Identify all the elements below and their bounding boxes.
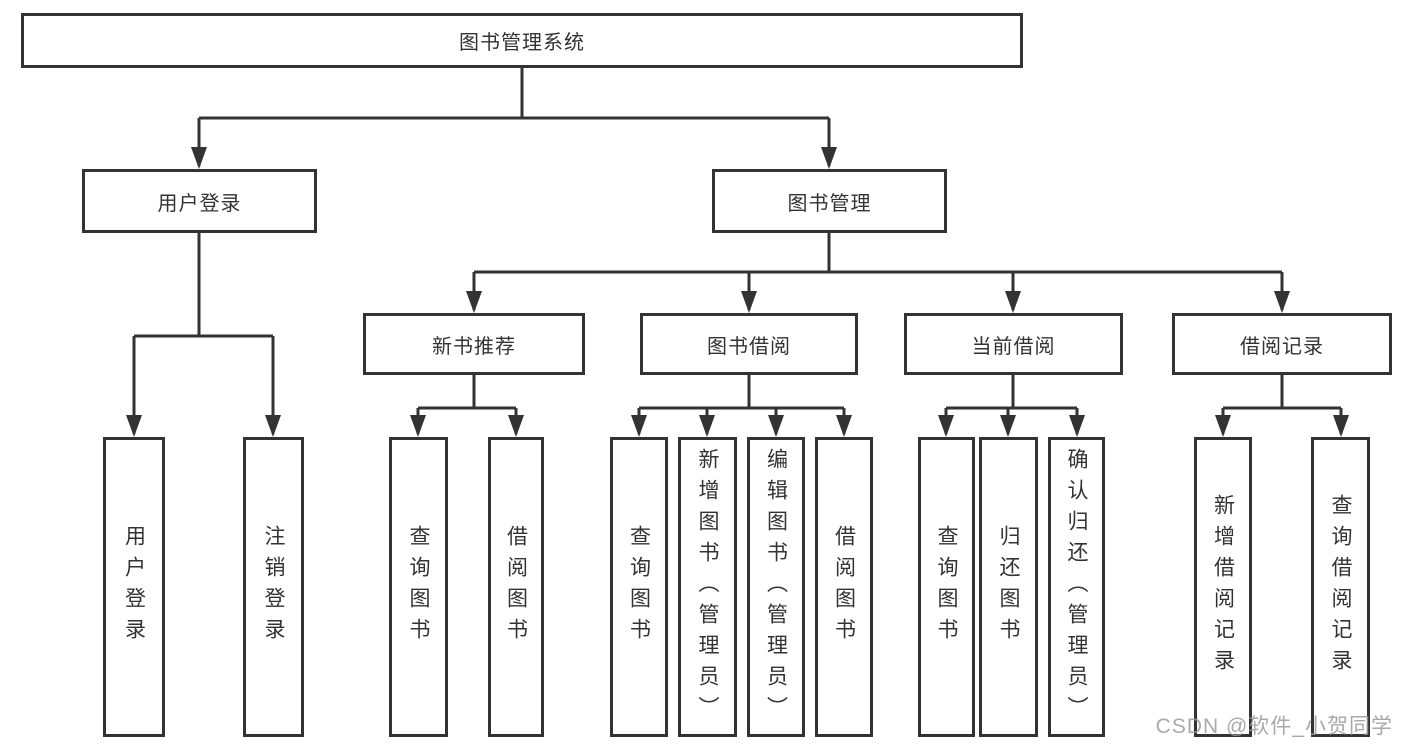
leaf-add-book-admin-label: 新增图书（管理员） xyxy=(696,447,719,727)
node-book-borrow-label: 图书借阅 xyxy=(707,335,791,358)
node-root-system-label: 图书管理系统 xyxy=(459,32,585,54)
node-user-login-label: 用户登录 xyxy=(157,192,242,215)
leaf-logout-label: 注销登录 xyxy=(262,525,285,649)
node-new-book-recommend-label: 新书推荐 xyxy=(432,335,516,358)
leaf-user-login: 用户登录 xyxy=(103,437,165,737)
leaf-borrow-book: 借阅图书 xyxy=(815,437,873,737)
leaf-query-book-recommend-label: 查询图书 xyxy=(407,525,430,649)
leaf-query-borrow-record: 查询借阅记录 xyxy=(1311,437,1370,737)
node-book-management: 图书管理 xyxy=(712,169,947,233)
leaf-borrow-book-recommend-label: 借阅图书 xyxy=(504,525,528,649)
leaf-query-borrow-record-label: 查询借阅记录 xyxy=(1329,494,1352,680)
node-new-book-recommend: 新书推荐 xyxy=(363,313,585,375)
leaf-logout: 注销登录 xyxy=(243,437,304,737)
leaf-query-book-borrow-label: 查询图书 xyxy=(627,525,651,649)
leaf-return-book-label: 归还图书 xyxy=(997,525,1020,649)
leaf-borrow-book-recommend: 借阅图书 xyxy=(488,437,544,737)
csdn-watermark: CSDN @软件_小贺同学 xyxy=(1155,715,1393,738)
leaf-confirm-return-admin-label: 确认归还（管理员） xyxy=(1065,447,1088,727)
arrowheads xyxy=(126,147,1349,437)
leaf-edit-book-admin: 编辑图书（管理员） xyxy=(747,437,805,737)
leaf-add-book-admin: 新增图书（管理员） xyxy=(678,437,737,737)
node-root-system: 图书管理系统 xyxy=(21,13,1023,68)
node-current-borrow: 当前借阅 xyxy=(904,313,1123,375)
leaf-borrow-book-label: 借阅图书 xyxy=(832,525,856,649)
leaf-add-borrow-record-label: 新增借阅记录 xyxy=(1211,494,1235,680)
node-borrow-record-label: 借阅记录 xyxy=(1240,335,1324,358)
leaf-add-borrow-record: 新增借阅记录 xyxy=(1194,437,1252,737)
leaf-query-book-current: 查询图书 xyxy=(918,437,975,737)
leaf-query-book-recommend: 查询图书 xyxy=(389,437,448,737)
leaf-return-book: 归还图书 xyxy=(979,437,1038,737)
leaf-query-book-borrow: 查询图书 xyxy=(610,437,668,737)
leaf-confirm-return-admin: 确认归还（管理员） xyxy=(1048,437,1105,737)
node-book-management-label: 图书管理 xyxy=(787,192,872,215)
node-book-borrow: 图书借阅 xyxy=(640,313,858,375)
leaf-query-book-current-label: 查询图书 xyxy=(935,525,958,649)
node-borrow-record: 借阅记录 xyxy=(1172,313,1392,375)
leaf-user-login-label: 用户登录 xyxy=(122,525,146,649)
node-current-borrow-label: 当前借阅 xyxy=(971,335,1056,358)
leaf-edit-book-admin-label: 编辑图书（管理员） xyxy=(764,447,788,727)
node-user-login: 用户登录 xyxy=(82,169,317,233)
